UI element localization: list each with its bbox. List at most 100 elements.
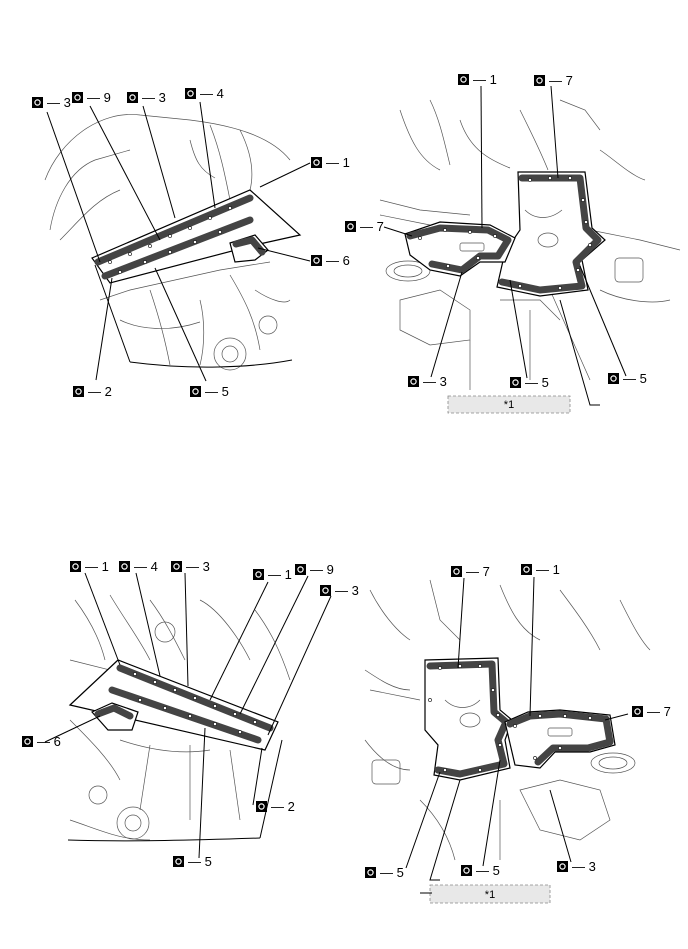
seal-point-icon: [607, 372, 620, 385]
callout-4: — 4: [184, 86, 224, 101]
callout-number: — 3: [142, 90, 166, 105]
seal-point-icon: [310, 156, 323, 169]
callout-3-b: — 3: [126, 90, 166, 105]
floor-panel-part: [91, 189, 302, 284]
vehicle-body-lines: [44, 114, 293, 371]
callout-9: — 9: [71, 90, 111, 105]
callout-number: — 6: [326, 253, 350, 268]
callout-number: — 1: [536, 562, 560, 577]
seal-point-icon: [533, 74, 546, 87]
seal-point-icon: [126, 91, 139, 104]
callout-number: — 7: [360, 219, 384, 234]
seal-point-icon: [319, 584, 332, 597]
callout-2: — 2: [72, 384, 112, 399]
seal-point-icon: [556, 860, 569, 873]
callout-1: — 1: [310, 155, 350, 170]
leader-lines: [46, 101, 311, 382]
floor-panel-part: [68, 659, 279, 751]
seal-point-icon: [189, 385, 202, 398]
seal-point-icon: [71, 91, 84, 104]
note-label: *1: [485, 889, 495, 901]
seal-point-icon: [344, 220, 357, 233]
seal-point-icon: [21, 735, 34, 748]
callout-5: — 5: [172, 854, 212, 869]
callout-9: — 9: [294, 562, 334, 577]
seal-point-icon: [252, 568, 265, 581]
seal-point-icon: [72, 385, 85, 398]
callout-6: — 6: [21, 734, 61, 749]
callout-1-b: — 1: [252, 567, 292, 582]
seal-point-icon: [69, 560, 82, 573]
vehicle-body-lines: [67, 594, 291, 842]
callout-number: — 2: [88, 384, 112, 399]
callout-3: — 3: [556, 859, 596, 874]
note-box: *1: [447, 395, 571, 414]
seal-point-icon: [172, 855, 185, 868]
seal-point-icon: [407, 375, 420, 388]
seal-point-icon: [255, 800, 268, 813]
floor-panel-part: [404, 171, 606, 297]
panel-bottom-left: — 1 — 4 — 3 — 1 — 9 — 3 — 6 — 2: [21, 559, 359, 869]
callout-number: — 7: [549, 73, 573, 88]
callout-number: — 5: [188, 854, 212, 869]
callout-number: — 3: [423, 374, 447, 389]
leader-lines: [383, 85, 627, 379]
seal-point-icon: [31, 96, 44, 109]
seal-point-icon: [460, 864, 473, 877]
callout-3: — 3: [407, 374, 447, 389]
callout-1: — 1: [457, 72, 497, 87]
seal-point-icon: [170, 560, 183, 573]
callout-number: — 4: [134, 559, 158, 574]
floor-panel-part: [424, 657, 616, 781]
seal-point-icon: [457, 73, 470, 86]
callout-2: — 2: [255, 799, 295, 814]
seal-dots: [428, 664, 592, 772]
callout-number: — 3: [186, 559, 210, 574]
panel-bottom-right: — 7 — 1 — 7 — 5 — 5 — 3 *1: [364, 562, 671, 904]
note-label: *1: [504, 399, 514, 411]
callout-number: — 7: [647, 704, 671, 719]
callout-number: — 3: [335, 583, 359, 598]
callout-7-a: — 7: [533, 73, 573, 88]
callout-7-b: — 7: [344, 219, 384, 234]
callout-1-a: — 1: [69, 559, 109, 574]
callout-5-a: — 5: [364, 865, 404, 880]
callout-3-b: — 3: [319, 583, 359, 598]
seal-dots: [108, 206, 232, 274]
callout-7-a: — 7: [450, 564, 490, 579]
seal-point-icon: [631, 705, 644, 718]
leader-lines: [44, 572, 332, 859]
seal-point-icon: [509, 376, 522, 389]
callout-1: — 1: [520, 562, 560, 577]
callout-number: — 3: [572, 859, 596, 874]
panel-top-right: — 1 — 7 — 7 — 3 — 5 — 5 *1: [344, 72, 681, 414]
callout-5-a: — 5: [509, 375, 549, 390]
note-box: *1: [420, 884, 551, 904]
seal-point-icon: [118, 560, 131, 573]
seal-point-icon: [450, 565, 463, 578]
seal-dots: [418, 176, 592, 290]
callout-number: — 1: [268, 567, 292, 582]
seal-point-icon: [184, 87, 197, 100]
callout-number: — 5: [525, 375, 549, 390]
panel-top-left: — 3 — 9 — 3 — 4 — 1 — 6 — 2 — 5: [31, 86, 350, 399]
callout-5-b: — 5: [607, 371, 647, 386]
callout-number: — 6: [37, 734, 61, 749]
seal-point-icon: [294, 563, 307, 576]
callout-number: — 1: [473, 72, 497, 87]
callout-6: — 6: [310, 253, 350, 268]
leader-lines: [405, 576, 629, 869]
callout-7-b: — 7: [631, 704, 671, 719]
callout-number: — 2: [271, 799, 295, 814]
seal-dots: [133, 672, 257, 734]
seal-point-icon: [520, 563, 533, 576]
callout-number: — 1: [85, 559, 109, 574]
callout-number: — 7: [466, 564, 490, 579]
callout-number: — 1: [326, 155, 350, 170]
vehicle-body-lines: [364, 579, 651, 881]
callout-number: — 4: [200, 86, 224, 101]
callout-3-a: — 3: [170, 559, 210, 574]
seal-point-icon: [310, 254, 323, 267]
callout-3-a: — 3: [31, 95, 71, 110]
